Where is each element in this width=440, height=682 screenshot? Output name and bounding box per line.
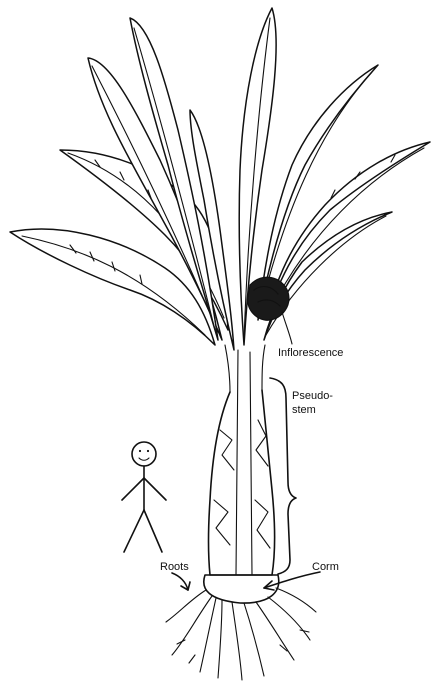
human-scale-figure	[122, 442, 166, 552]
pseudostem	[209, 345, 275, 575]
inflorescence-leader	[282, 312, 292, 344]
label-inflorescence: Inflorescence	[278, 347, 343, 359]
label-pseudostem-line1: Pseudo-	[292, 390, 333, 402]
figure-head	[132, 442, 156, 466]
roots-arrow	[172, 573, 188, 590]
leaves	[10, 8, 430, 350]
label-pseudostem-line2: stem	[292, 404, 316, 416]
pseudostem-outline	[209, 390, 275, 575]
label-corm: Corm	[312, 561, 339, 573]
roots	[166, 588, 316, 680]
label-roots: Roots	[160, 561, 189, 573]
